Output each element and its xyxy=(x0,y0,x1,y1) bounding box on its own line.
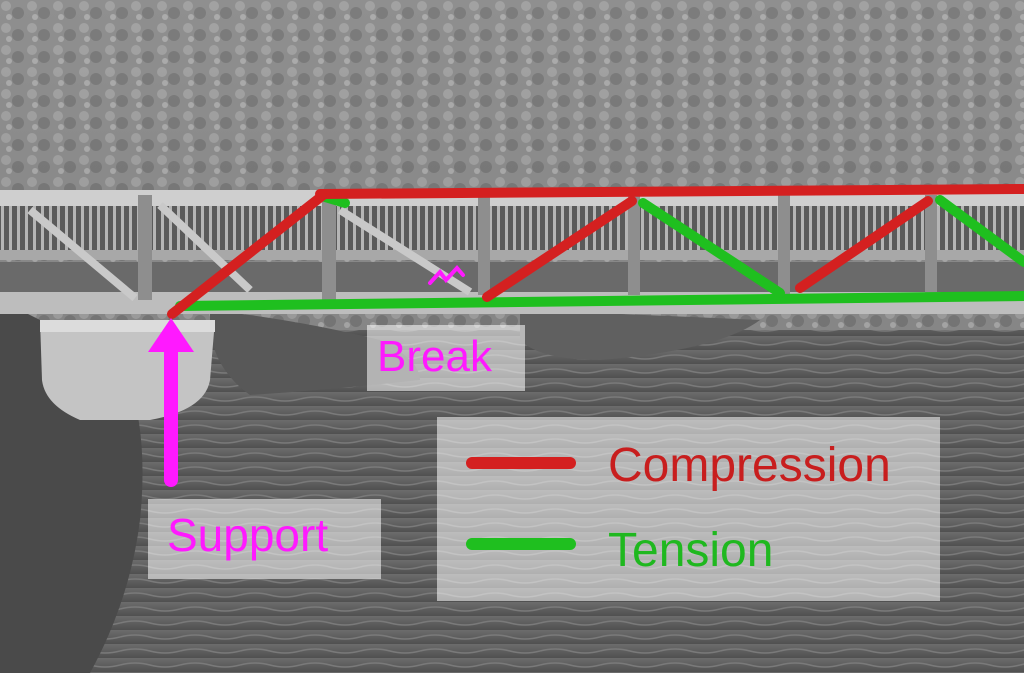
top-chord-compression xyxy=(315,184,1024,199)
end-post-compression xyxy=(167,191,327,319)
tension-swatch xyxy=(466,538,576,550)
truss-force-overlay xyxy=(148,184,1024,487)
bridge-pier xyxy=(40,320,215,420)
break-mark-icon xyxy=(428,264,465,285)
break-label: Break xyxy=(377,332,492,381)
legend-compression-label: Compression xyxy=(608,439,891,492)
diagonal-tension-1 xyxy=(638,198,785,298)
diagonal-tension-2 xyxy=(935,195,1024,267)
compression-swatch xyxy=(466,457,576,469)
support-arrow-icon xyxy=(148,318,194,352)
diagonal-compression-1 xyxy=(482,196,637,302)
break-label-box xyxy=(367,325,525,391)
legend xyxy=(437,417,940,601)
legend-tension-label: Tension xyxy=(608,524,774,577)
diagonal-compression-2 xyxy=(795,196,933,293)
support-label-box xyxy=(148,499,381,579)
support-label: Support xyxy=(167,509,329,561)
bottom-chord-tension xyxy=(175,291,1024,311)
